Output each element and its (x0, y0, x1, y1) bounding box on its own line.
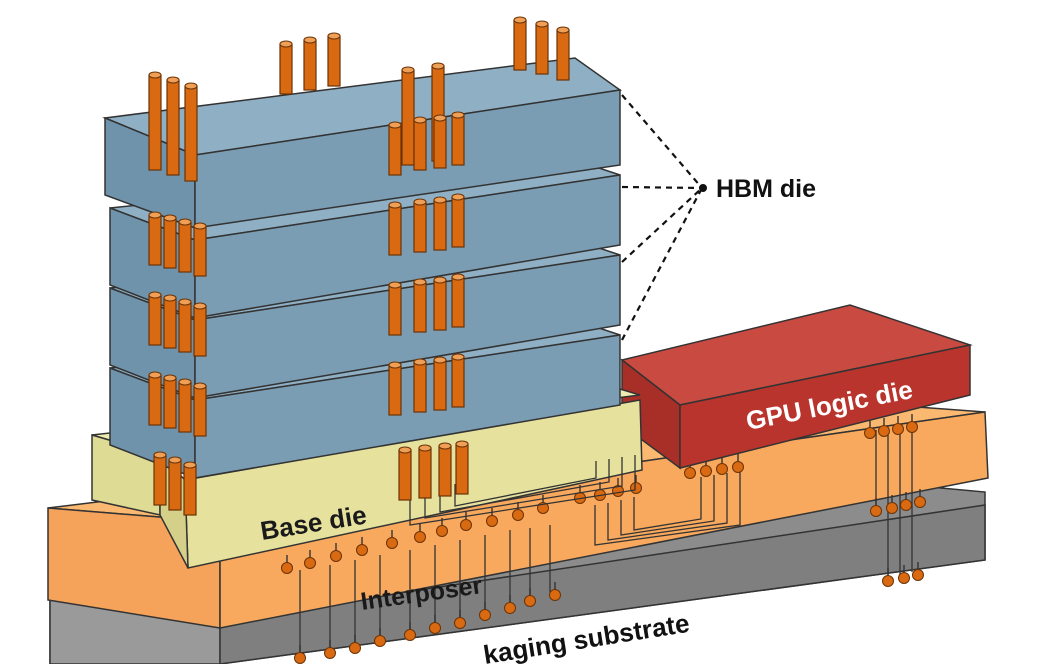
packaging-substrate (49, 486, 986, 664)
hbm-die-label: HBM die (716, 175, 816, 203)
gpu-logic-die (620, 304, 973, 470)
hbm-leader-lines (621, 94, 703, 341)
base-die-wiring (409, 455, 636, 526)
hbm-leader-dot (699, 184, 707, 192)
interposer-wiring (299, 424, 913, 655)
